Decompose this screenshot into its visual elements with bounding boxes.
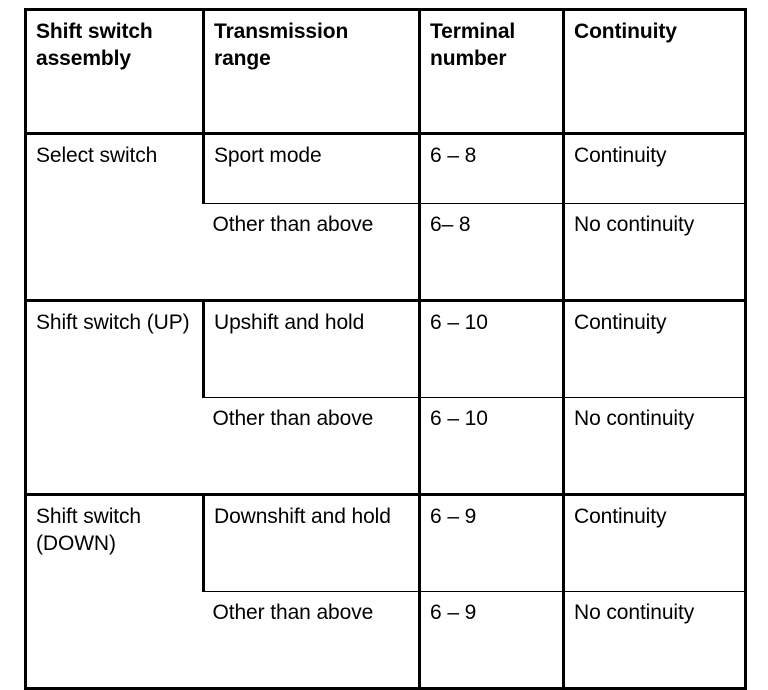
column-header-terminal: Terminal number bbox=[418, 9, 564, 135]
range-cell: Other than above bbox=[203, 591, 420, 689]
continuity-cell: Continuity bbox=[562, 132, 746, 204]
table-body: Select switch Sport mode 6 – 8 Continuit… bbox=[25, 132, 746, 689]
continuity-cell: No continuity bbox=[562, 397, 746, 495]
table-row: Shift switch (UP) Upshift and hold 6 – 1… bbox=[25, 299, 746, 495]
range-cell: Sport mode bbox=[202, 132, 420, 204]
column-header-continuity: Continuity bbox=[562, 9, 746, 135]
range-cell: Other than above bbox=[203, 203, 420, 301]
table-sheet: Shift switch assembly Transmission range… bbox=[24, 8, 747, 690]
range-cell: Other than above bbox=[203, 397, 420, 495]
assembly-cell-shift-switch-down: Shift switch (DOWN) bbox=[25, 493, 204, 689]
continuity-cell: Continuity bbox=[562, 299, 746, 398]
column-header-assembly: Shift switch assembly bbox=[25, 9, 204, 135]
terminal-cell: 6 – 9 bbox=[418, 591, 564, 689]
terminal-cell: 6 – 10 bbox=[418, 397, 564, 495]
shift-switch-continuity-table: Shift switch assembly Transmission range… bbox=[24, 8, 747, 690]
range-cell: Downshift and hold bbox=[202, 493, 420, 592]
assembly-cell-shift-switch-up: Shift switch (UP) bbox=[25, 299, 204, 495]
range-cell: Upshift and hold bbox=[202, 299, 420, 398]
table-row: Select switch Sport mode 6 – 8 Continuit… bbox=[25, 132, 746, 301]
table-header-row: Shift switch assembly Transmission range… bbox=[25, 9, 746, 135]
continuity-cell: Continuity bbox=[562, 493, 746, 592]
continuity-cell: No continuity bbox=[562, 591, 746, 689]
terminal-cell: 6 – 9 bbox=[418, 493, 564, 592]
column-header-range: Transmission range bbox=[202, 9, 420, 135]
terminal-cell: 6 – 8 bbox=[418, 132, 564, 204]
table-row: Other than above 6– 8 No continuity bbox=[26, 203, 746, 301]
terminal-cell: 6– 8 bbox=[418, 203, 564, 301]
table-header: Shift switch assembly Transmission range… bbox=[25, 9, 746, 135]
terminal-cell: 6 – 10 bbox=[418, 299, 564, 398]
table-row: Shift switch (DOWN) Downshift and hold 6… bbox=[25, 493, 746, 689]
continuity-cell: No continuity bbox=[562, 203, 746, 301]
assembly-cell-select-switch: Select switch bbox=[25, 132, 204, 301]
table-row: Other than above 6 – 10 No continuity bbox=[26, 397, 746, 495]
